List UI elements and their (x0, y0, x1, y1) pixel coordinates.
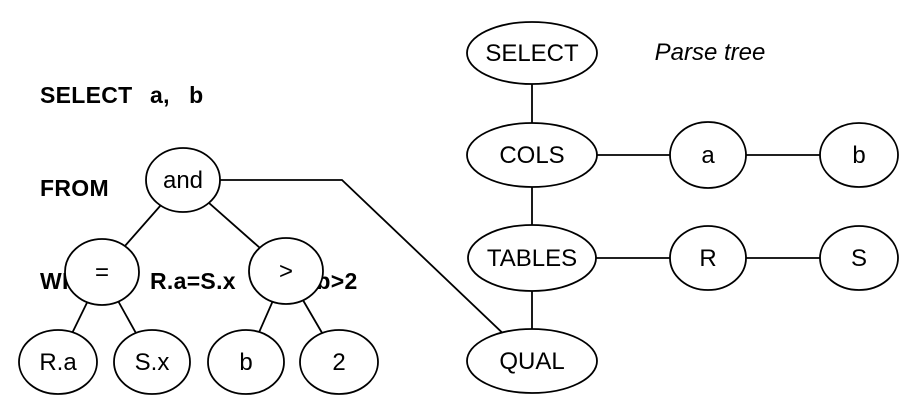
sql-keyword-from: FROM (40, 175, 109, 201)
node-sx-label: S.x (135, 349, 170, 376)
node-table-s-label: S (851, 245, 867, 272)
sql-keyword-select: SELECT (40, 82, 133, 108)
node-qual-b-shape (207, 329, 285, 395)
node-col-b-shape (819, 122, 899, 188)
node-qual: QUAL (466, 328, 598, 394)
node-table-s: S (819, 225, 899, 291)
node-col-a: a (669, 121, 747, 189)
node-table-r-shape (669, 225, 747, 291)
node-table-r: R (669, 225, 747, 291)
sql-line-select: SELECT a, b (40, 80, 358, 111)
node-qual-shape (466, 328, 598, 394)
node-sx-shape (113, 329, 191, 395)
node-ra-shape (18, 329, 98, 395)
node-col-a-label: a (701, 142, 715, 169)
node-cols: COLS (466, 122, 598, 188)
qual-tree-nodes: and = > R.a S.x b (18, 147, 379, 395)
node-tables-label: TABLES (487, 245, 577, 272)
node-gt-label: > (279, 258, 293, 285)
node-qual-b: b (207, 329, 285, 395)
node-ra: R.a (18, 329, 98, 395)
node-select-label: SELECT (485, 40, 579, 67)
node-col-a-shape (669, 121, 747, 189)
node-ra-label: R.a (39, 349, 77, 376)
node-cols-shape (466, 122, 598, 188)
node-qual-label: QUAL (499, 348, 564, 375)
node-two-shape (299, 329, 379, 395)
parse-tree-nodes: SELECT COLS TABLES QUAL a b (466, 21, 899, 394)
node-two-label: 2 (332, 349, 345, 376)
node-and: and (145, 147, 221, 213)
node-col-b: b (819, 122, 899, 188)
node-table-r-label: R (699, 245, 716, 272)
node-select-shape (466, 21, 598, 85)
node-two: 2 (299, 329, 379, 395)
node-eq-label: = (95, 259, 109, 286)
node-gt-shape (248, 237, 324, 305)
node-cols-label: COLS (499, 142, 564, 169)
parse-tree-caption: Parse tree (655, 39, 766, 66)
node-select: SELECT (466, 21, 598, 85)
node-eq: = (64, 238, 140, 306)
node-tables: TABLES (467, 224, 597, 292)
node-qual-b-label: b (239, 349, 252, 376)
node-and-label: and (163, 167, 203, 194)
node-sx: S.x (113, 329, 191, 395)
node-and-shape (145, 147, 221, 213)
node-eq-shape (64, 238, 140, 306)
node-gt: > (248, 237, 324, 305)
edge-and-qual (182, 179, 533, 362)
node-tables-shape (467, 224, 597, 292)
sql-args-select: a, b (150, 82, 204, 108)
node-col-b-label: b (852, 142, 865, 169)
node-table-s-shape (819, 225, 899, 291)
